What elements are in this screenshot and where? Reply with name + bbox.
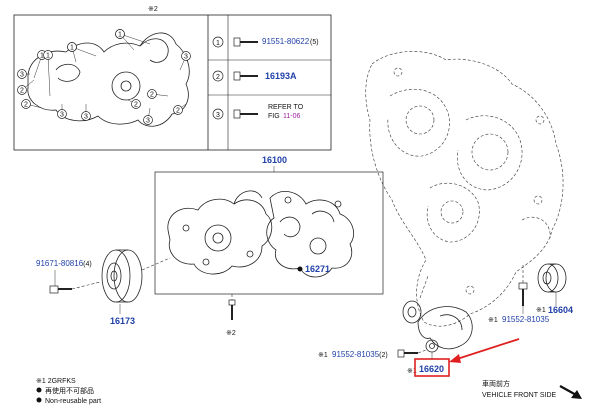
idler-bolt [518, 282, 528, 306]
footnote-2: 再使用不可部品 [45, 386, 94, 395]
direction-en: VEHICLE FRONT SIDE [482, 392, 556, 399]
inset-mark: ※2 [148, 6, 158, 13]
callout-bubble [147, 89, 157, 99]
callout-number: 1 [70, 45, 74, 52]
inset-panel: ※2 1 91551-80622 (5) 2 16193A 3 REFER [13, 6, 332, 151]
idler-mark: ※1 [536, 307, 546, 314]
callout-number: 2 [150, 92, 154, 99]
highlight-arrow [449, 338, 520, 363]
pulley [101, 249, 143, 303]
label-tensioner[interactable]: 16620 [419, 364, 444, 374]
front-arrow-icon [559, 385, 582, 399]
legend-fig-ref[interactable]: 11-06 [283, 113, 300, 120]
callout-number: 2 [20, 88, 24, 95]
tensioner-bolt-mark: ※1 [318, 352, 328, 359]
belt-tensioner [402, 300, 473, 353]
callout-bubble [143, 115, 153, 125]
callout-bubble [21, 99, 31, 109]
gasket [266, 191, 354, 278]
callout-bubble [115, 29, 125, 39]
idler-pulley [537, 263, 567, 293]
direction-cn: 車両前方 [482, 379, 510, 388]
callout-bubble [131, 99, 141, 109]
tensioner-mark: ※1 [407, 368, 417, 375]
callout-bubble [81, 111, 91, 121]
label-gasket[interactable]: 16271 [305, 264, 330, 274]
callout-bubble [17, 69, 27, 79]
bolt-icon [233, 37, 258, 47]
label-pulley[interactable]: 16173 [110, 316, 135, 326]
bolt-icon [233, 109, 258, 119]
callout-number: 2 [134, 102, 138, 109]
callout-bubble [17, 85, 27, 95]
callout-leader [47, 54, 51, 97]
label-assembly[interactable]: 16100 [262, 155, 287, 165]
label-idler-bolt[interactable]: 91552-81035 [502, 315, 550, 324]
timing-chain-cover [365, 51, 564, 327]
inset-border [13, 14, 332, 151]
callout-number: 1 [118, 32, 122, 39]
callout-number: 3 [20, 72, 24, 79]
bullet-dot [36, 387, 42, 393]
label-tensioner-bolt[interactable]: 91552-81035(2) [332, 350, 388, 359]
bullet-dot [36, 397, 42, 403]
footnote-1: ※1 2GRFKS [36, 378, 76, 385]
callout-number: 3 [60, 112, 64, 119]
pump-mark: ※2 [226, 330, 236, 337]
water-pump-body [167, 190, 273, 275]
callout-bubble [173, 105, 183, 115]
callout-leader [119, 33, 151, 45]
legend-qty-1: (5) [310, 39, 319, 46]
callout-number: 1 [40, 53, 44, 60]
idler-bolt-mark: ※1 [488, 317, 498, 324]
inset-pump-outline [27, 32, 190, 127]
tensioner-bolt [397, 349, 418, 358]
callout-bubble [181, 51, 191, 61]
footnote-3: Non-reusable part [45, 398, 101, 405]
callout-number: 3 [146, 118, 150, 125]
non-reusable-dot [297, 266, 303, 272]
inset-callouts: 1111112222233333 [17, 29, 191, 125]
assembly-box [154, 171, 384, 295]
bolt-icon [233, 71, 258, 81]
pulley-bolt [49, 285, 72, 294]
label-pulley-bolt[interactable]: 91671-80816(4) [36, 259, 92, 268]
callout-bubble [43, 50, 53, 60]
legend-num-2: 2 [216, 74, 220, 81]
callout-number: 2 [176, 108, 180, 115]
legend-num-3: 3 [216, 112, 220, 119]
legend-fig-prefix: FIG [268, 113, 280, 120]
legend-part-1[interactable]: 91551-80622 [262, 37, 310, 46]
callout-bubble [67, 42, 77, 52]
legend-refer-text: REFER TO [268, 104, 304, 111]
callout-number: 2 [24, 102, 28, 109]
callout-bubble [57, 109, 67, 119]
callout-number: 1 [46, 53, 50, 60]
legend-part-2[interactable]: 16193A [265, 71, 297, 81]
pump-bolt [228, 299, 236, 320]
callout-number: 3 [84, 114, 88, 121]
label-idler[interactable]: 16604 [548, 305, 573, 315]
legend-num-1: 1 [216, 40, 220, 47]
callout-number: 3 [184, 54, 188, 61]
